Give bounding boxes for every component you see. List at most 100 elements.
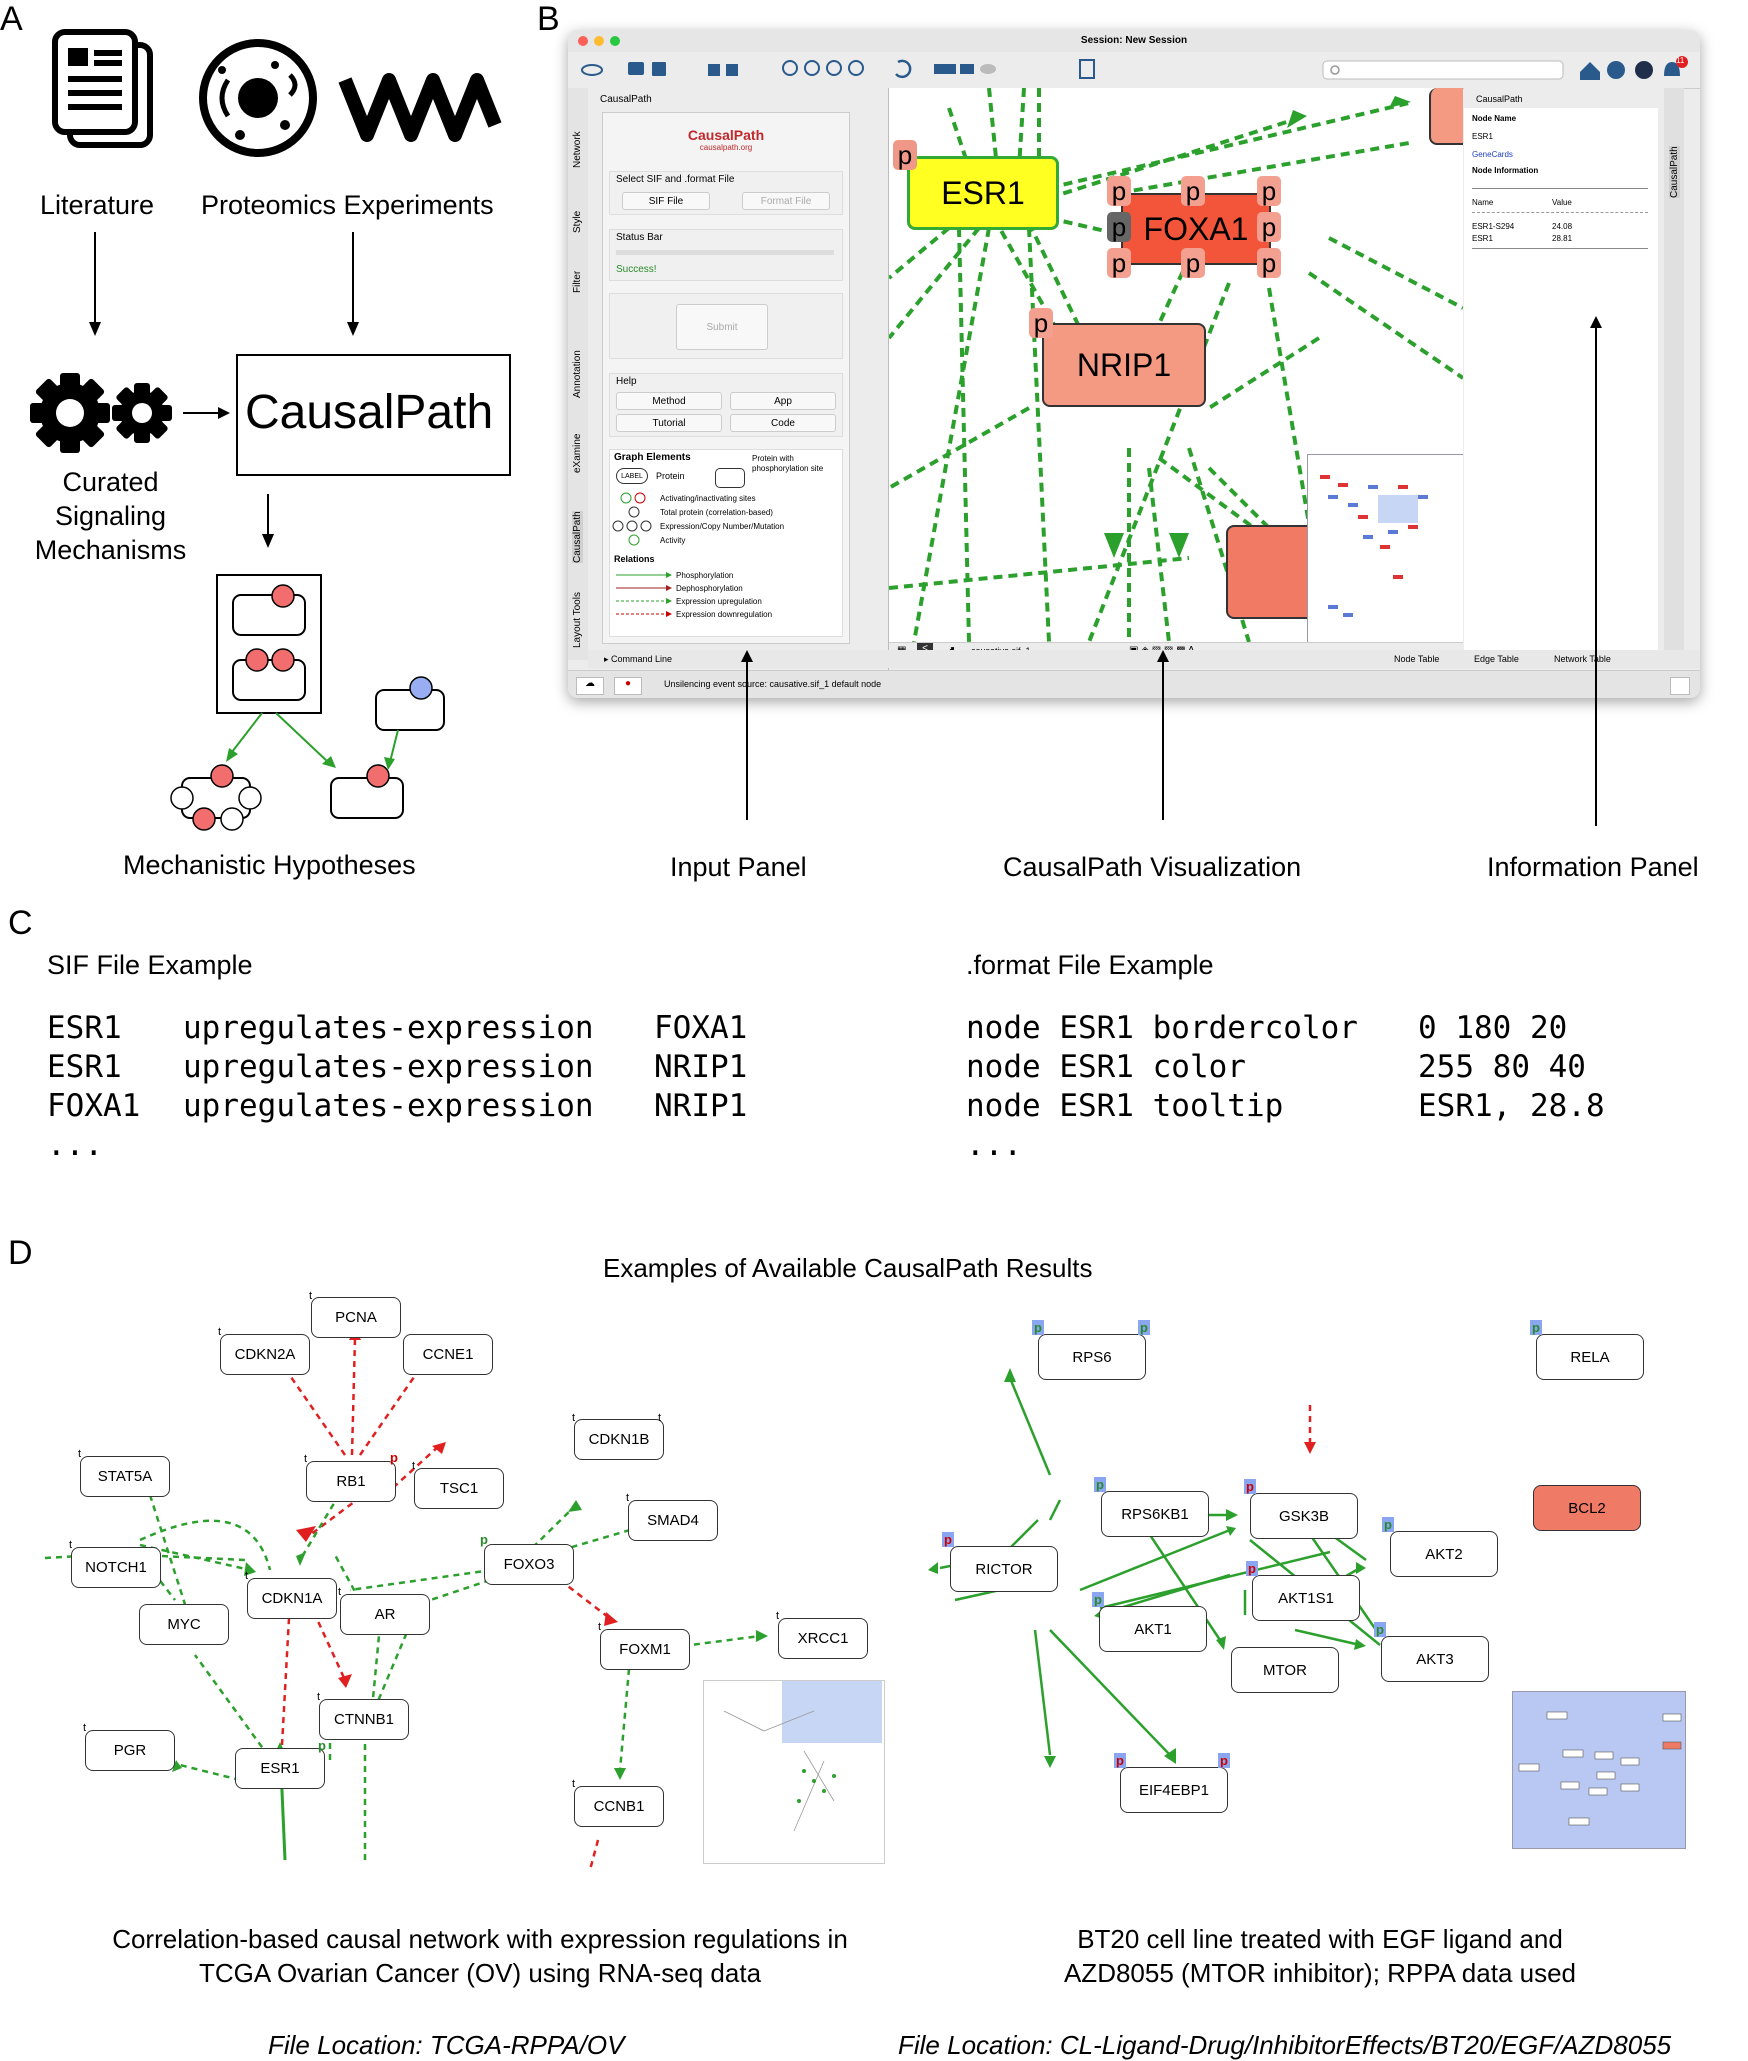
tutorial-button[interactable]: Tutorial — [616, 414, 722, 432]
stop-icon[interactable]: ● — [614, 677, 642, 695]
node-foxm1[interactable]: FOXM1 — [600, 1629, 690, 1670]
node-table-tab[interactable]: Node Table — [1394, 654, 1440, 664]
node-cdkn1b[interactable]: CDKN1B — [574, 1419, 664, 1460]
node-pcna[interactable]: PCNA — [311, 1297, 401, 1338]
tab-examine[interactable]: eXamine — [572, 433, 583, 473]
node-akt2[interactable]: AKT2 — [1390, 1531, 1498, 1577]
sif-line-target: NRIP1 — [654, 1088, 748, 1124]
code-button[interactable]: Code — [730, 414, 836, 432]
sif-example-title: SIF File Example — [47, 950, 253, 980]
sif-line: ESR1 — [47, 1049, 122, 1085]
select-files-group: Select SIF and .format File SIF File For… — [609, 171, 843, 215]
t-marker: t — [338, 1586, 342, 1598]
node-ctnnb1[interactable]: CTNNB1 — [319, 1699, 409, 1740]
status-progress-bar — [616, 250, 834, 255]
node-akt3[interactable]: AKT3 — [1381, 1636, 1489, 1682]
right-overview-map[interactable] — [1512, 1691, 1686, 1849]
zoom-window-button[interactable] — [610, 36, 620, 46]
network-table-tab[interactable]: Network Table — [1554, 654, 1611, 664]
legend-total-protein: Total protein (correlation-based) — [660, 508, 773, 517]
node-notch1[interactable]: NOTCH1 — [71, 1547, 161, 1588]
node-cdkn2a[interactable]: CDKN2A — [220, 1334, 310, 1375]
foxa1-p-site-5[interactable]: p — [1257, 212, 1281, 242]
node-xrcc1[interactable]: XRCC1 — [778, 1618, 868, 1659]
close-window-button[interactable] — [578, 36, 588, 46]
foxa1-p-site-7[interactable]: p — [1181, 248, 1205, 278]
minimize-window-button[interactable] — [594, 36, 604, 46]
node-tsc1[interactable]: TSC1 — [414, 1468, 504, 1509]
network-overview[interactable] — [1307, 454, 1463, 642]
format-file-button[interactable]: Format File — [742, 192, 830, 210]
node-esr1[interactable]: ESR1 — [907, 156, 1059, 230]
t-marker: t — [626, 1492, 630, 1504]
node-rps6kb1[interactable]: RPS6KB1 — [1101, 1491, 1209, 1537]
causalpath-url[interactable]: causalpath.org — [699, 143, 753, 152]
right-tab-causalpath[interactable]: CausalPath — [1669, 146, 1680, 198]
foxa1-p-site-1[interactable]: p — [1107, 176, 1131, 206]
node-myc[interactable]: MYC — [139, 1604, 229, 1645]
command-line-label[interactable]: ▸ Command Line — [604, 654, 673, 664]
node-smad4[interactable]: SMAD4 — [628, 1500, 718, 1541]
status-bar: ☁ ● Unsilencing event source: causative.… — [568, 670, 1700, 698]
node-akt1[interactable]: AKT1 — [1099, 1606, 1207, 1652]
toolbar: 11 — [568, 52, 1700, 89]
node-akt1s1[interactable]: AKT1S1 — [1252, 1575, 1360, 1621]
esr1-p-site[interactable]: p — [893, 140, 917, 170]
node-gsk3b[interactable]: GSK3B — [1250, 1493, 1358, 1539]
memory-icon[interactable] — [1670, 677, 1690, 695]
foxa1-p-site-2[interactable]: p — [1181, 176, 1205, 206]
edge-table-tab[interactable]: Edge Table — [1474, 654, 1519, 664]
cloud-icon[interactable]: ☁ — [576, 677, 604, 695]
foxa1-p-site-8[interactable]: p — [1257, 248, 1281, 278]
node-pgr[interactable]: PGR — [85, 1730, 175, 1771]
genecards-link[interactable]: GeneCards — [1472, 150, 1513, 159]
left-side-tabs: Network Style Filter Annotation eXamine … — [568, 88, 589, 660]
node-ar[interactable]: AR — [340, 1594, 430, 1635]
node-nrip1[interactable]: NRIP1 — [1042, 323, 1206, 407]
node-rictor[interactable]: RICTOR — [950, 1546, 1058, 1592]
tab-network[interactable]: Network — [572, 131, 583, 168]
foxa1-p-site-3[interactable]: p — [1257, 176, 1281, 206]
node-rps6[interactable]: RPS6 — [1038, 1334, 1146, 1380]
node-eif4ebp1[interactable]: EIF4EBP1 — [1120, 1767, 1228, 1813]
t-marker: t — [598, 1621, 602, 1633]
overview-map — [1320, 475, 1428, 617]
right-side-tabs: CausalPath — [1664, 88, 1684, 660]
submit-button[interactable]: Submit — [676, 304, 768, 350]
app-button[interactable]: App — [730, 392, 836, 410]
foxa1-p-site-4[interactable]: p — [1107, 212, 1131, 242]
node-rela[interactable]: RELA — [1536, 1334, 1644, 1380]
format-line-value: 0 180 20 — [1418, 1010, 1568, 1046]
tab-filter[interactable]: Filter — [572, 270, 583, 293]
sif-file-button[interactable]: SIF File — [622, 192, 710, 210]
node-bcl2[interactable]: BCL2 — [1533, 1485, 1641, 1531]
status-group: Status Bar Success! — [609, 229, 843, 281]
tab-annotation[interactable]: Annotation — [572, 350, 583, 398]
right-overview-graph — [1518, 1711, 1682, 1826]
t-marker: t — [412, 1460, 416, 1472]
left-overview-map[interactable] — [703, 1680, 885, 1864]
tab-style[interactable]: Style — [572, 210, 583, 233]
node-mtor[interactable]: MTOR — [1231, 1647, 1339, 1693]
panel-letter-c: C — [8, 904, 33, 942]
sif-line-relation: upregulates-expression — [183, 1088, 594, 1124]
node-esr1[interactable]: ESR1 — [235, 1748, 325, 1789]
tab-causalpath[interactable]: CausalPath — [572, 511, 583, 563]
node-foxo3[interactable]: FOXO3 — [484, 1544, 574, 1585]
info-row-name: ESR1 — [1472, 234, 1493, 243]
node-stat5a[interactable]: STAT5A — [80, 1456, 170, 1497]
node-rb1[interactable]: RB1 — [306, 1461, 396, 1502]
node-cdkn1a[interactable]: CDKN1A — [247, 1578, 337, 1619]
info-divider — [1472, 188, 1648, 189]
legend-protein-site-box — [715, 468, 745, 488]
gears-icon — [30, 373, 172, 453]
foxa1-p-site-6[interactable]: p — [1107, 248, 1131, 278]
node-ccnb1[interactable]: CCNB1 — [574, 1786, 664, 1827]
node-offscreen-top[interactable] — [1429, 88, 1463, 145]
node-ccne1[interactable]: CCNE1 — [403, 1334, 493, 1375]
nrip1-p-site[interactable]: p — [1029, 308, 1053, 338]
method-button[interactable]: Method — [616, 392, 722, 410]
sif-ellipsis: ... — [47, 1127, 103, 1163]
network-canvas[interactable]: ESR1 p FOXA1 p p p p p p p p NRIP1 p — [889, 88, 1463, 642]
tab-layout-tools[interactable]: Layout Tools — [572, 592, 583, 648]
